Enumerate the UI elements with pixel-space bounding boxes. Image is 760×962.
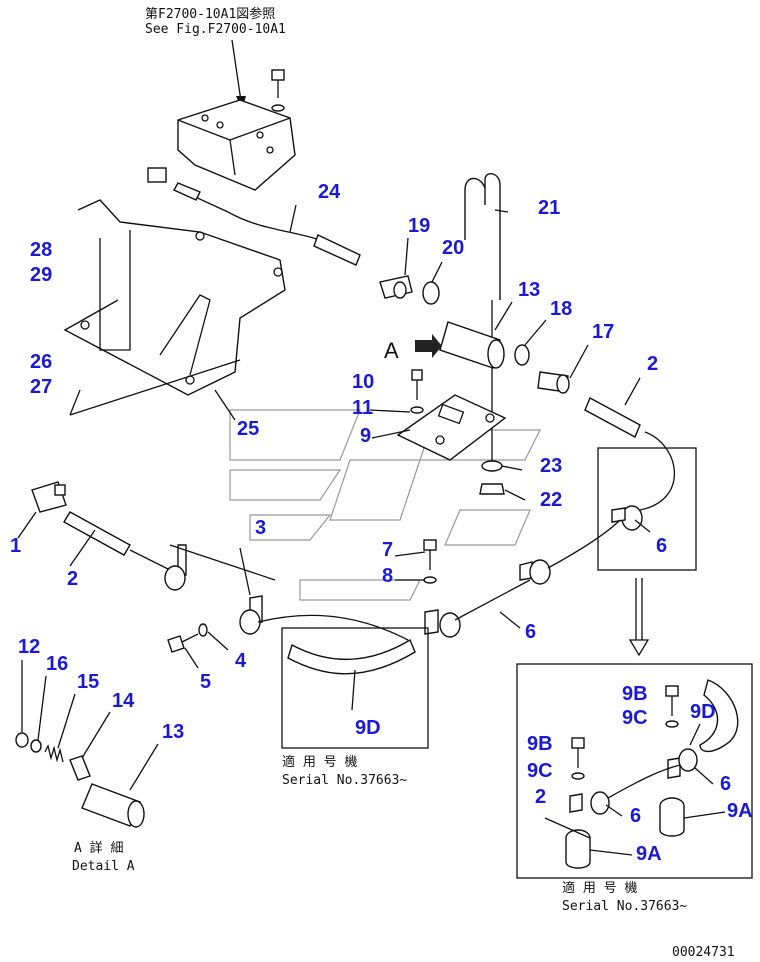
callout-9d: 9D bbox=[690, 701, 716, 723]
callout-22: 22 bbox=[540, 489, 562, 511]
oring-18 bbox=[514, 344, 530, 366]
callout-6: 6 bbox=[656, 535, 667, 557]
callout-21: 21 bbox=[538, 197, 560, 219]
callout-24: 24 bbox=[318, 181, 341, 203]
callout-18: 18 bbox=[550, 298, 572, 320]
plate-9 bbox=[396, 369, 507, 461]
connector-1 bbox=[31, 481, 67, 513]
washer-23 bbox=[481, 460, 503, 472]
bolt-7 bbox=[423, 539, 437, 584]
clamp-3 bbox=[239, 595, 263, 635]
leader-lines bbox=[17, 204, 726, 856]
clamp-mid bbox=[424, 519, 621, 638]
callout-10: 10 bbox=[352, 371, 374, 393]
detail-en: Detail A bbox=[72, 859, 135, 874]
callout-5: 5 bbox=[200, 671, 211, 693]
callout-9c: 9C bbox=[527, 760, 553, 782]
serial-right-en: Serial No.37663~ bbox=[562, 899, 687, 914]
callout-29: 29 bbox=[30, 264, 52, 286]
callout-27: 27 bbox=[30, 376, 52, 398]
callout-23: 23 bbox=[540, 455, 562, 477]
bracket bbox=[63, 199, 286, 396]
callout-2: 2 bbox=[647, 353, 658, 375]
callout-3: 3 bbox=[255, 517, 266, 539]
serial-left-jp: 適 用 号 機 bbox=[282, 754, 357, 770]
bolt-top bbox=[271, 69, 285, 112]
callout-25: 25 bbox=[237, 418, 259, 440]
down-arrow-icon bbox=[628, 578, 650, 657]
sleeve-13-detail bbox=[81, 783, 145, 828]
callout-7: 7 bbox=[382, 539, 393, 561]
callout-9d: 9D bbox=[355, 717, 381, 739]
spiral-box-left bbox=[281, 627, 429, 749]
spring-15 bbox=[44, 744, 64, 763]
callout-9: 9 bbox=[360, 425, 371, 447]
spiral-guard-left bbox=[287, 638, 416, 675]
hose-upper bbox=[173, 182, 361, 266]
washer-16 bbox=[30, 739, 42, 753]
callout-6: 6 bbox=[720, 773, 731, 795]
view-label: A bbox=[384, 338, 399, 363]
watermark-logo bbox=[229, 409, 541, 601]
callout-2: 2 bbox=[67, 568, 78, 590]
plunger-14 bbox=[69, 755, 91, 781]
fitting-19 bbox=[379, 275, 413, 299]
callout-9a: 9A bbox=[727, 800, 753, 822]
detail-right-parts bbox=[544, 679, 739, 869]
callout-13: 13 bbox=[518, 279, 540, 301]
clamp-right bbox=[611, 505, 643, 531]
callout-6: 6 bbox=[630, 805, 641, 827]
callout-labels: 1234567891011131718192021222324252627282… bbox=[10, 181, 753, 865]
callout-13: 13 bbox=[162, 721, 184, 743]
callout-1: 1 bbox=[10, 535, 21, 557]
detail-jp: A 詳 細 bbox=[74, 840, 123, 856]
hose-left bbox=[63, 511, 276, 591]
hose-mid-left bbox=[257, 614, 409, 641]
callout-9b: 9B bbox=[622, 683, 648, 705]
callout-19: 19 bbox=[408, 215, 430, 237]
callout-14: 14 bbox=[112, 690, 135, 712]
detail-box-right bbox=[516, 663, 753, 879]
callout-2: 2 bbox=[535, 786, 546, 808]
callout-4: 4 bbox=[235, 650, 247, 672]
fitting-17 bbox=[537, 371, 570, 394]
callout-8: 8 bbox=[382, 565, 393, 587]
callout-16: 16 bbox=[46, 653, 68, 675]
hose-right bbox=[584, 397, 675, 511]
valve-block bbox=[147, 99, 296, 191]
callout-17: 17 bbox=[592, 321, 614, 343]
drawing-number: 00024731 bbox=[672, 945, 735, 960]
callout-20: 20 bbox=[442, 237, 464, 259]
callout-9a: 9A bbox=[636, 843, 662, 865]
callout-11: 11 bbox=[352, 397, 373, 419]
view-arrow-icon bbox=[415, 334, 442, 358]
callout-28: 28 bbox=[30, 239, 52, 261]
callout-12: 12 bbox=[18, 636, 40, 658]
callout-9c: 9C bbox=[622, 707, 648, 729]
clamp-box-right bbox=[597, 447, 697, 571]
ref-fig-en: See Fig.F2700-10A1 bbox=[145, 22, 286, 37]
serial-right-jp: 適 用 号 機 bbox=[562, 880, 637, 896]
ring-12 bbox=[15, 732, 29, 748]
callout-15: 15 bbox=[77, 671, 99, 693]
callout-26: 26 bbox=[30, 351, 52, 373]
ref-fig-jp: 第F2700-10A1図参照 bbox=[145, 6, 275, 22]
callout-6: 6 bbox=[525, 621, 536, 643]
ubolt-21 bbox=[464, 173, 501, 470]
bolt-5 bbox=[167, 623, 208, 653]
nut-22 bbox=[479, 483, 505, 495]
oring-20 bbox=[422, 281, 440, 305]
serial-left-en: Serial No.37663~ bbox=[282, 773, 407, 788]
sleeve-13 bbox=[439, 321, 505, 369]
callout-9b: 9B bbox=[527, 733, 553, 755]
